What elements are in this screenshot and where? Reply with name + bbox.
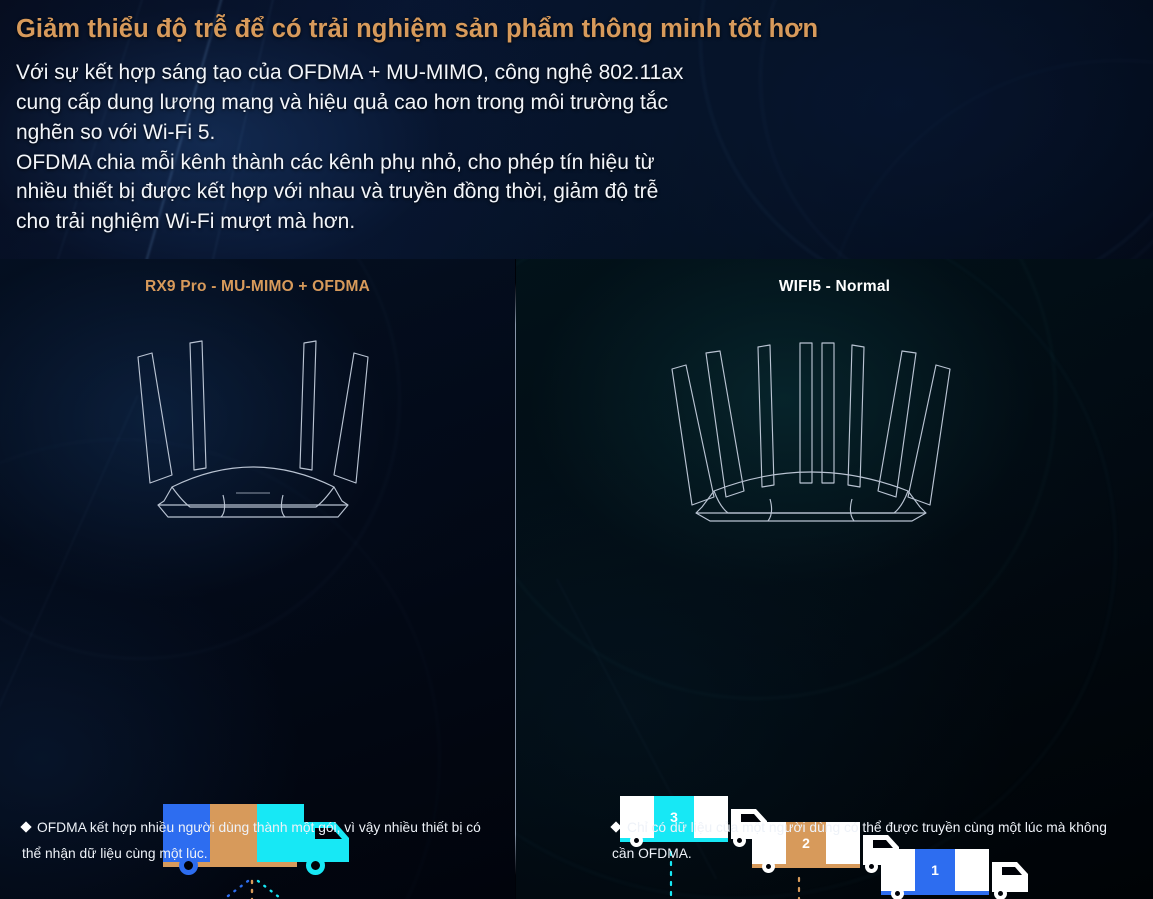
cargo-block-orange bbox=[210, 804, 257, 862]
combined-data-truck bbox=[163, 804, 349, 875]
truck-segment-white bbox=[881, 849, 915, 891]
hero-body-copy: Với sự kết hợp sáng tạo của OFDMA + MU-M… bbox=[16, 61, 684, 234]
hero-section: Giảm thiểu độ trễ để có trải nghiệm sản … bbox=[0, 0, 1153, 259]
truck-wheel-right bbox=[733, 834, 746, 847]
truck-wheel-right bbox=[994, 887, 1007, 899]
truck-cab-icon bbox=[992, 862, 1028, 892]
truck-underbar bbox=[752, 864, 860, 868]
truck-underbar-orange bbox=[163, 862, 297, 867]
truck-cargo-number: 3 bbox=[654, 796, 694, 838]
truck-body: 1 bbox=[881, 849, 989, 891]
truck-cargo-number: 2 bbox=[786, 822, 826, 864]
truck-underbar bbox=[881, 891, 989, 895]
page-title: Giảm thiểu độ trễ để có trải nghiệm sản … bbox=[16, 15, 819, 43]
truck-segment-white bbox=[826, 822, 860, 864]
left-comparison-panel: RX9 Pro - MU-MIMO + OFDMA bbox=[0, 259, 515, 899]
truck-wheel-left bbox=[179, 856, 198, 875]
truck-segment-white bbox=[694, 796, 728, 838]
truck-body: 3 bbox=[620, 796, 728, 838]
truck-cab-icon bbox=[301, 822, 349, 862]
right-caption-text: Chỉ có dữ liệu của một người dùng có thể… bbox=[612, 820, 1107, 861]
left-caption-text: OFDMA kết hợp nhiều người dùng thành một… bbox=[22, 820, 481, 861]
bullet-diamond-icon bbox=[20, 821, 32, 833]
cargo-block-cyan bbox=[257, 804, 304, 862]
truck-segment-white bbox=[955, 849, 989, 891]
bullet-diamond-icon bbox=[610, 821, 622, 833]
truck-segment-white bbox=[752, 822, 786, 864]
left-panel-caption: OFDMA kết hợp nhiều người dùng thành một… bbox=[20, 815, 492, 899]
truck-underbar bbox=[620, 838, 728, 842]
truck-wheel-left bbox=[630, 834, 643, 847]
fanout-connectors bbox=[222, 879, 284, 899]
truck-number-1: 1 bbox=[881, 849, 1028, 899]
truck-wheel-left bbox=[891, 887, 904, 899]
truck-device-connectors bbox=[669, 850, 801, 899]
right-panel-caption: Chỉ có dữ liệu của một người dùng có thể… bbox=[610, 815, 1112, 899]
truck-cargo-number: 1 bbox=[915, 849, 955, 891]
truck-wheel-left bbox=[762, 860, 775, 873]
truck-body: 2 bbox=[752, 822, 860, 864]
bg-streak bbox=[0, 395, 139, 743]
left-panel-heading: RX9 Pro - MU-MIMO + OFDMA bbox=[144, 278, 370, 295]
rx9-pro-router-icon bbox=[137, 340, 369, 518]
truck-wheel-right bbox=[306, 856, 325, 875]
truck-number-2: 2 bbox=[752, 822, 899, 873]
comparison-section: RX9 Pro - MU-MIMO + OFDMA bbox=[0, 259, 1153, 899]
truck-wheel-right bbox=[865, 860, 878, 873]
panel-divider bbox=[515, 283, 516, 875]
wifi5-router-icon bbox=[671, 342, 951, 522]
truck-cargo-row bbox=[163, 804, 304, 862]
truck-segment-white bbox=[620, 796, 654, 838]
cargo-block-blue bbox=[163, 804, 210, 862]
hero-text-block: Giảm thiểu độ trễ để có trải nghiệm sản … bbox=[16, 14, 1016, 237]
right-panel-heading: WIFI5 - Normal bbox=[778, 278, 891, 295]
right-comparison-panel: WIFI5 - Normal 3 bbox=[516, 259, 1153, 899]
truck-number-3: 3 bbox=[620, 796, 767, 847]
